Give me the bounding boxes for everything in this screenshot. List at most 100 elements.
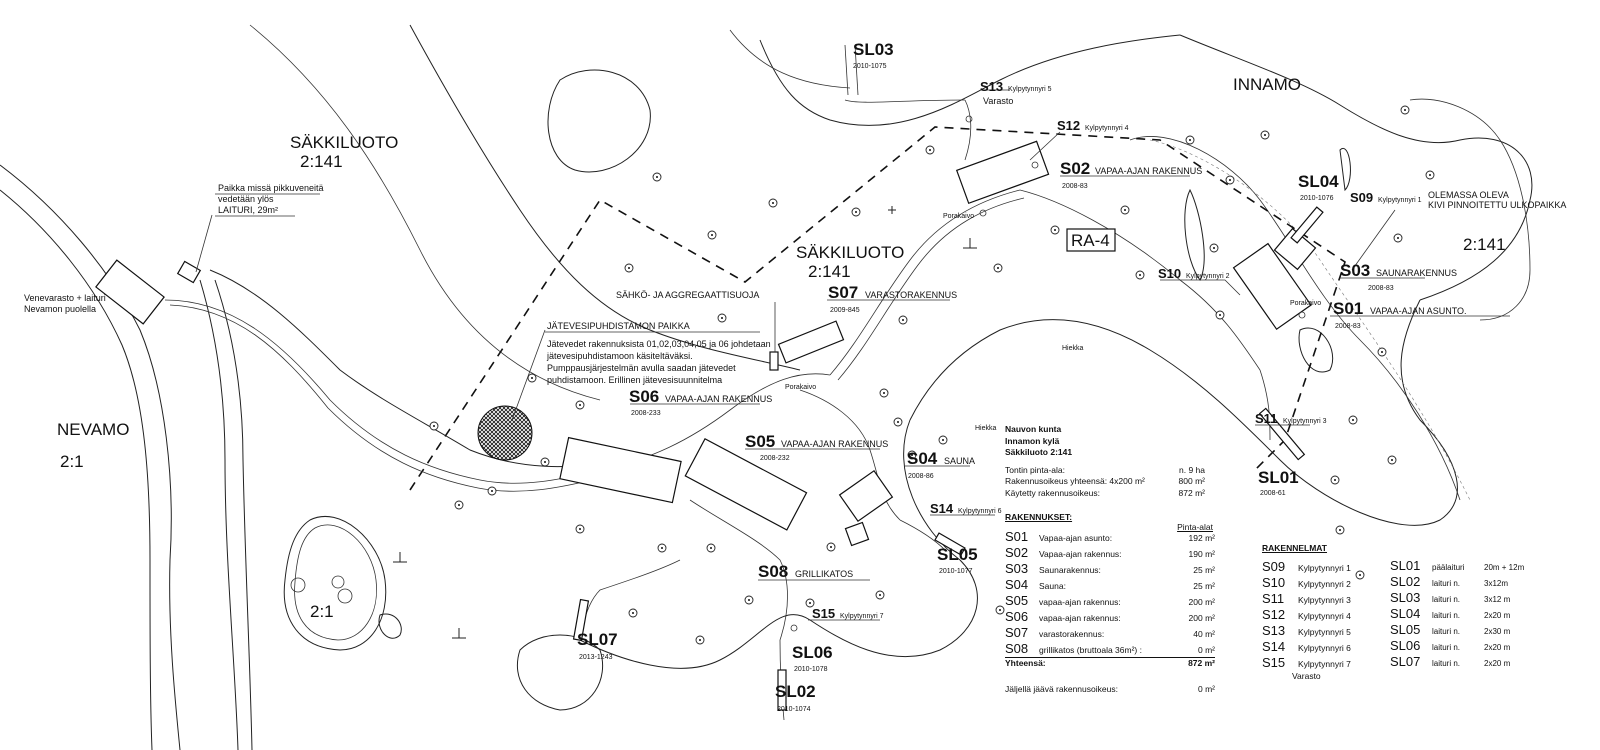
- area-sakkiluoto-c-num: 2:141: [808, 262, 851, 281]
- note-boat-shed-2: Nevamon puolella: [24, 304, 96, 314]
- label-S06-year: 2008-233: [631, 410, 661, 417]
- area-sakkiluoto-c: SÄKKILUOTO: [796, 243, 904, 262]
- trees: [429, 105, 1435, 645]
- row-code: S01: [1005, 529, 1029, 544]
- leader-lines: [195, 89, 1510, 621]
- pier-code: SL05: [1390, 622, 1421, 637]
- info-used-label: Käytetty rakennusoikeus:: [1005, 487, 1100, 498]
- label-S05-year: 2008-232: [760, 455, 790, 462]
- pier-size: 20m + 12m: [1484, 563, 1525, 572]
- row-desc: Saunarakennus:: [1039, 565, 1101, 575]
- buildings-table-header: RAKENNUKSET:: [1005, 512, 1073, 522]
- tub-labels: S09 Kylpytynnyri 1 S10 Kylpytynnyri 2 S1…: [812, 79, 1422, 621]
- row-code: S04: [1005, 577, 1029, 592]
- label-S05-type: VAPAA-AJAN RAKENNUS: [781, 439, 888, 449]
- note-ext-pier-1: OLEMASSA OLEVA: [1428, 190, 1509, 200]
- row-area: 192 m²: [1188, 533, 1215, 543]
- wastewater-site: [477, 329, 546, 461]
- tub-label: Kylpytynnyri 6: [1298, 643, 1351, 653]
- tub-label: Kylpytynnyri 2: [1298, 579, 1351, 589]
- row-desc: Vapaa-ajan asunto:: [1039, 533, 1113, 543]
- label-S11: S11: [1255, 411, 1277, 426]
- label-S12-text: Kylpytynnyri 4: [1085, 125, 1129, 132]
- info-municipality: Nauvon kunta: [1005, 424, 1062, 434]
- list-item: SL05 laituri n. 2x30 m: [1390, 622, 1550, 638]
- label-SL06-year: 2010-1078: [794, 666, 828, 673]
- tub-label: Kylpytynnyri 1: [1298, 563, 1351, 573]
- tub-code: S14: [1262, 639, 1286, 654]
- label-S04-year: 2008-86: [908, 473, 934, 480]
- note-ext-pier-2: KIVI PINNOITETTU ULKOPAIKKA: [1428, 200, 1566, 210]
- info-right-value: 800 m²: [1178, 476, 1205, 486]
- label-S03-year: 2008-83: [1368, 285, 1394, 292]
- row-area: 25 m²: [1193, 581, 1215, 591]
- label-S04-type: SAUNA: [944, 456, 975, 466]
- buildings-table-area-header: Pinta-alat: [1177, 522, 1213, 532]
- row-desc: Sauna:: [1039, 581, 1066, 591]
- note-wastewater-1: Jätevedet rakennuksista 01,02,03,04,05 j…: [547, 339, 771, 349]
- pier-size: 2x20 m: [1484, 659, 1511, 668]
- label-S04: S04: [907, 449, 938, 468]
- label-S12: S12: [1057, 118, 1080, 133]
- note-varasto: Varasto: [983, 96, 1013, 106]
- pier-desc: laituri n.: [1432, 659, 1461, 668]
- tub-label: Kylpytynnyri 5: [1298, 627, 1351, 637]
- property-info: Nauvon kunta Innamon kylä Säkkiluoto 2:1…: [1005, 424, 1275, 499]
- label-SL04-year: 2010-1076: [1300, 195, 1334, 202]
- buildings-table: RAKENNUKSET: Pinta-alat S01 Vapaa-ajan as…: [1005, 512, 1215, 700]
- table-row: S01 Vapaa-ajan asunto: 192 m²: [1005, 529, 1215, 545]
- note-hiekka-1: Hiekka: [1062, 345, 1084, 352]
- label-S06-type: VAPAA-AJAN RAKENNUS: [665, 394, 772, 404]
- pier-size: 2x30 m: [1484, 627, 1511, 636]
- tub-code: S12: [1262, 607, 1286, 622]
- pier-code: SL06: [1390, 638, 1421, 653]
- row-code: S03: [1005, 561, 1029, 576]
- tub-label: Kylpytynnyri 7: [1298, 659, 1351, 669]
- list-item: S10 Kylpytynnyri 2: [1262, 575, 1382, 591]
- label-S09: S09: [1350, 190, 1373, 205]
- label-S15: S15: [812, 606, 835, 621]
- pier-desc: laituri n.: [1432, 579, 1461, 588]
- area-east-num: 2:141: [1463, 235, 1506, 254]
- structures-extra: Varasto: [1292, 671, 1321, 681]
- row-code: S07: [1005, 625, 1029, 640]
- pier-desc: laituri n.: [1432, 643, 1461, 652]
- tub-label: Kylpytynnyri 3: [1298, 595, 1351, 605]
- label-SL07-year: 2013-1243: [579, 654, 613, 661]
- pier-code: SL01: [1390, 558, 1421, 573]
- pier-size: 3x12m: [1484, 579, 1509, 588]
- tub-code: S11: [1262, 591, 1285, 606]
- pier-desc: laituri n.: [1432, 627, 1461, 636]
- notes: Venevarasto + laituri Nevamon puolella P…: [24, 96, 1566, 432]
- tub-code: S10: [1262, 575, 1286, 590]
- building-labels: S01 VAPAA-AJAN ASUNTO. 2008-83 S02 VAPAA…: [629, 159, 1467, 581]
- label-S03: S03: [1340, 261, 1370, 280]
- label-S13-text: Kylpytynnyri 5: [1008, 86, 1052, 93]
- info-property: Säkkiluoto 2:141: [1005, 447, 1073, 457]
- row-desc: vapaa-ajan rakennus:: [1039, 597, 1121, 607]
- total-label: Yhteensä:: [1005, 658, 1046, 668]
- label-SL03: SL03: [853, 40, 894, 59]
- label-SL06: SL06: [792, 643, 833, 662]
- label-S13: S13: [980, 79, 1003, 94]
- note-power-shed: SÄHKÖ- JA AGGREGAATTISUOJA: [616, 290, 759, 300]
- area-sakkiluoto-nw-num: 2:141: [300, 152, 343, 171]
- row-desc: grillikatos (bruttoala 36m²) :: [1039, 645, 1142, 655]
- label-S01-year: 2008-83: [1335, 323, 1361, 330]
- pier-desc: laituri n.: [1432, 611, 1461, 620]
- label-S02: S02: [1060, 159, 1090, 178]
- row-desc: varastorakennus:: [1039, 629, 1105, 639]
- info-plot-value: n. 9 ha: [1179, 464, 1205, 475]
- pier-desc: laituri n.: [1432, 595, 1461, 604]
- label-S05: S05: [745, 432, 775, 451]
- label-SL01: SL01: [1258, 468, 1299, 487]
